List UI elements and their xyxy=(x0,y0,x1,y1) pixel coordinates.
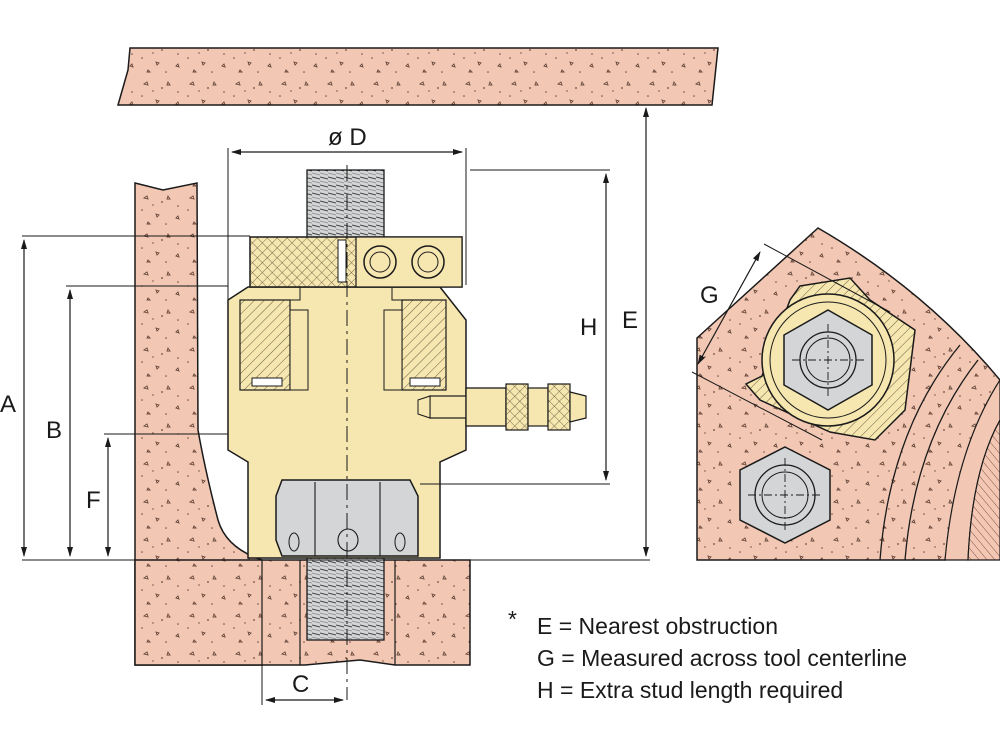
hydraulic-coupler xyxy=(417,383,587,431)
label-d: ø D xyxy=(328,124,367,151)
dimension-d xyxy=(227,148,467,300)
note-h: H = Extra stud length required xyxy=(537,677,843,703)
dimension-g xyxy=(691,243,891,441)
ceiling-slab xyxy=(117,47,719,106)
label-b: B xyxy=(46,417,62,444)
label-g: G xyxy=(700,282,719,309)
dimension-b xyxy=(66,285,228,557)
dimension-c xyxy=(261,665,344,705)
dimension-h xyxy=(420,169,610,485)
tool-top-view xyxy=(744,277,916,441)
label-c: C xyxy=(292,671,309,698)
second-nut-top-view xyxy=(739,446,831,544)
note-asterisk: * xyxy=(508,606,517,632)
label-e: E xyxy=(622,307,638,334)
puller-nut xyxy=(249,236,463,288)
label-h: H xyxy=(580,314,597,341)
label-a: A xyxy=(0,391,16,418)
note-g: G = Measured across tool centerline xyxy=(537,645,907,671)
label-f: F xyxy=(86,487,101,514)
dimension-a xyxy=(21,235,250,561)
note-e: E = Nearest obstruction xyxy=(537,613,778,639)
base-flange xyxy=(134,559,471,666)
dimension-f xyxy=(104,433,228,557)
